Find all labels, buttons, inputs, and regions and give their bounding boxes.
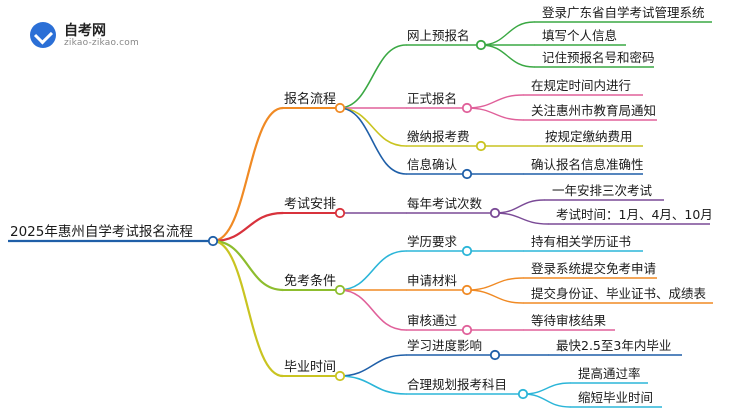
leaf-connector — [466, 94, 524, 109]
subbranch-node-dot — [461, 102, 473, 114]
subbranch-node-dot — [461, 284, 473, 296]
subbranch-node-dot — [489, 349, 501, 361]
subbranch-label: 审核通过 — [407, 313, 458, 328]
leaf-connector — [480, 44, 535, 68]
subbranch-label: 合理规划报考科目 — [407, 377, 507, 392]
logo-url: zikao-zikao.com — [64, 38, 139, 48]
subbranch-label: 学历要求 — [407, 234, 458, 249]
leaf-label: 等待审核结果 — [531, 313, 607, 328]
leaf-connector — [480, 21, 535, 46]
subbranch-node-dot — [517, 388, 529, 400]
branch-label: 毕业时间 — [284, 360, 336, 375]
leaf-connector — [522, 393, 571, 408]
subbranch-connector — [338, 44, 407, 109]
subbranch-label: 信息确认 — [407, 157, 458, 172]
subbranch-connector — [338, 375, 407, 395]
leaf-label: 持有相关学历证书 — [531, 234, 631, 249]
subbranch-connector — [338, 289, 407, 331]
leaf-label: 考试时间：1月、4月、10月 — [556, 207, 713, 222]
subbranch-label: 申请材料 — [407, 273, 458, 288]
leaf-label: 提高通过率 — [578, 366, 641, 381]
leaf-connector — [522, 382, 571, 395]
leaf-label: 在规定时间内进行 — [531, 78, 631, 93]
leaf-connector — [466, 289, 524, 304]
branch-node-dot — [334, 370, 346, 382]
leaf-connector — [494, 212, 549, 225]
branch-label: 免考条件 — [284, 273, 336, 289]
root-node-label: 2025年惠州自学考试报名流程 — [10, 224, 193, 240]
leaf-label: 缩短毕业时间 — [578, 390, 653, 405]
subbranch-label: 学习进度影响 — [407, 338, 482, 353]
subbranch-label: 正式报名 — [407, 91, 457, 106]
subbranch-node-dot — [461, 245, 473, 257]
branch-connector — [211, 239, 285, 378]
leaf-label: 关注惠州市教育局通知 — [531, 103, 656, 118]
subbranch-node-dot — [489, 207, 501, 219]
subbranch-label: 每年考试次数 — [407, 196, 483, 211]
subbranch-node-dot — [475, 140, 487, 152]
subbranch-node-dot — [461, 168, 473, 180]
leaf-label: 最快2.5至3年内毕业 — [556, 338, 671, 353]
leaf-connector — [466, 277, 524, 291]
leaf-label: 提交身份证、毕业证书、成绩表 — [531, 286, 707, 301]
branch-label: 报名流程 — [284, 91, 336, 107]
branch-node-dot — [334, 102, 346, 114]
subbranch-connector — [338, 107, 407, 175]
leaf-label: 一年安排三次考试 — [552, 183, 653, 198]
branch-connector — [211, 239, 285, 292]
leaf-label: 确认报名信息准确性 — [531, 157, 644, 172]
subbranch-connector — [338, 250, 407, 291]
leaf-label: 记住预报名号和密码 — [542, 50, 655, 65]
leaf-connector — [466, 107, 524, 121]
subbranch-node-dot — [475, 39, 487, 51]
root-node-dot — [207, 235, 219, 247]
leaf-connector — [494, 199, 545, 214]
logo-name: 自考网 — [64, 23, 106, 39]
subbranch-label: 缴纳报考费 — [407, 129, 470, 144]
site-logo[interactable]: 自考网 zikao-zikao.com — [30, 18, 140, 52]
branch-connector — [211, 106, 285, 243]
branch-node-dot — [334, 207, 346, 219]
leaf-label: 登录系统提交免考申请 — [531, 261, 656, 276]
logo-badge-icon — [30, 22, 56, 48]
leaf-label: 登录广东省自学考试管理系统 — [542, 5, 705, 20]
branch-node-dot — [334, 284, 346, 296]
leaf-label: 填写个人信息 — [542, 28, 617, 43]
subbranch-node-dot — [461, 324, 473, 336]
branch-connector — [211, 211, 285, 243]
subbranch-label: 网上预报名 — [407, 28, 470, 43]
leaf-label: 按规定缴纳费用 — [545, 129, 633, 144]
branch-label: 考试安排 — [284, 197, 336, 212]
subbranch-connector — [338, 354, 407, 377]
